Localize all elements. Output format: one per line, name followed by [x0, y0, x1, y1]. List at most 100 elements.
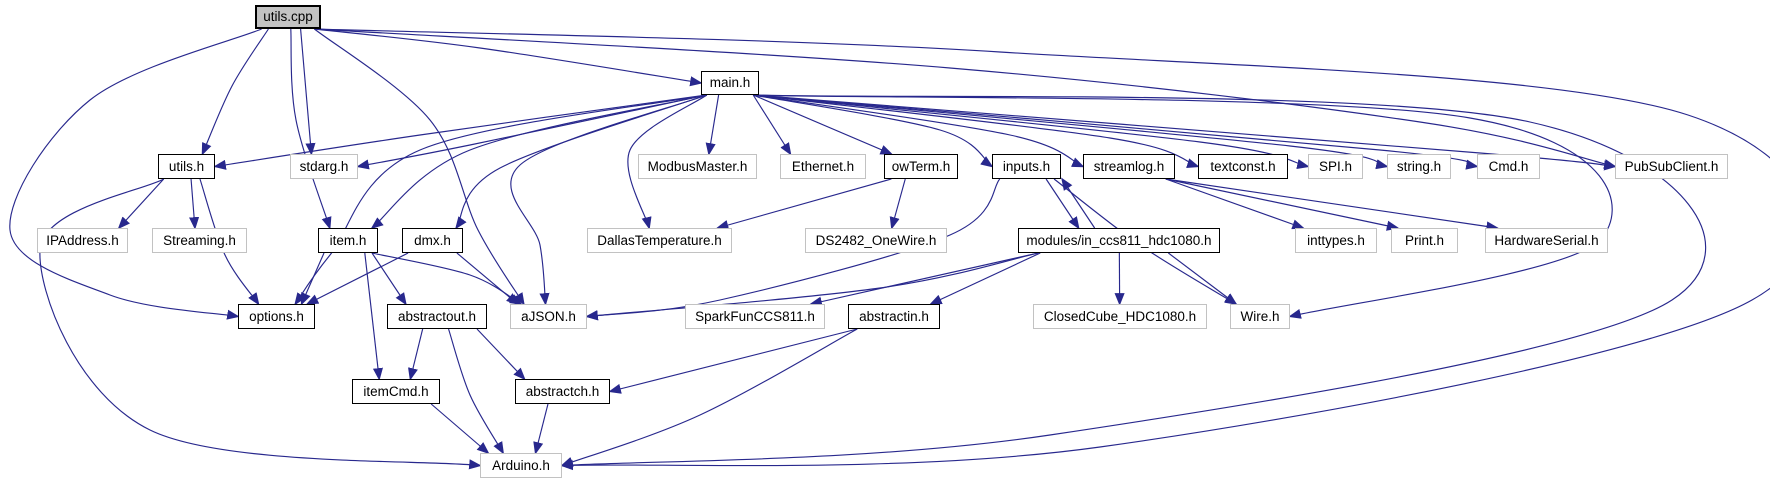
node-label: inputs.h	[1002, 158, 1051, 174]
node-IPAddress-h[interactable]: IPAddress.h	[37, 228, 128, 253]
node-label: abstractout.h	[397, 308, 477, 324]
edge-inputs-h--modules-in-ccs811-hdc1080-h	[1045, 178, 1080, 230]
edge-main-h--options-h	[294, 94, 707, 306]
edge-dmx-h--options-h	[305, 252, 409, 305]
node-Ethernet-h[interactable]: Ethernet.h	[780, 154, 866, 179]
node-PubSubClient-h[interactable]: PubSubClient.h	[1615, 154, 1728, 179]
edge-main-h--aJSON-h	[510, 94, 708, 306]
edge-main-h--ModbusMaster-h	[705, 94, 720, 156]
edge-utils-h--Arduino-h	[39, 178, 482, 470]
node-HardwareSerial-h[interactable]: HardwareSerial.h	[1485, 228, 1608, 253]
node-label: string.h	[1396, 158, 1442, 174]
node-label: SparkFunCCS811.h	[695, 308, 815, 324]
node-streamlog-h[interactable]: streamlog.h	[1083, 154, 1175, 179]
edge-modules-in-ccs811-hdc1080-h--aJSON-h	[585, 252, 1039, 321]
node-DS2482-OneWire-h[interactable]: DS2482_OneWire.h	[805, 228, 947, 253]
node-Print-h[interactable]: Print.h	[1391, 228, 1458, 253]
node-options-h[interactable]: options.h	[238, 304, 315, 329]
node-ModbusMaster-h[interactable]: ModbusMaster.h	[638, 154, 757, 179]
edge-modules-in-ccs811-hdc1080-h--abstractin-h	[929, 252, 1041, 305]
edge-itemCmd-h--Arduino-h	[430, 403, 490, 455]
node-label: DS2482_OneWire.h	[815, 232, 937, 248]
edge-item-h--options-h	[300, 252, 325, 306]
node-label: stdarg.h	[299, 158, 349, 174]
node-label: utils.cpp	[263, 9, 313, 25]
node-utils-cpp[interactable]: utils.cpp	[255, 5, 321, 29]
node-inttypes-h[interactable]: inttypes.h	[1295, 228, 1377, 253]
node-string-h[interactable]: string.h	[1387, 154, 1451, 179]
node-abstractin-h[interactable]: abstractin.h	[848, 304, 940, 329]
node-abstractout-h[interactable]: abstractout.h	[387, 304, 487, 329]
edge-main-h--Cmd-h	[753, 94, 1479, 170]
edge-main-h--DallasTemperature-h	[627, 94, 708, 230]
edge-utils-cpp--main-h	[314, 28, 703, 87]
node-item-h[interactable]: item.h	[318, 228, 378, 253]
node-label: DallasTemperature.h	[597, 232, 722, 248]
node-Cmd-h[interactable]: Cmd.h	[1477, 154, 1540, 179]
edge-utils-cpp--Arduino-h	[314, 28, 1770, 471]
node-label: main.h	[709, 75, 751, 91]
node-Wire-h[interactable]: Wire.h	[1230, 304, 1290, 329]
edge-abstractin-h--Arduino-h	[560, 328, 858, 467]
node-label: IPAddress.h	[46, 232, 119, 248]
node-itemCmd-h[interactable]: itemCmd.h	[352, 379, 440, 404]
node-label: ClosedCube_HDC1080.h	[1043, 308, 1197, 324]
node-inputs-h[interactable]: inputs.h	[992, 154, 1061, 179]
node-Streaming-h[interactable]: Streaming.h	[152, 228, 247, 253]
edge-modules-in-ccs811-hdc1080-h--Wire-h	[1168, 252, 1238, 306]
node-utils-h[interactable]: utils.h	[158, 154, 215, 179]
edge-main-h--inputs-h	[753, 94, 994, 168]
node-Arduino-h[interactable]: Arduino.h	[480, 453, 562, 478]
node-label: Arduino.h	[492, 457, 550, 473]
edge-modules-in-ccs811-hdc1080-h--inputs-h	[1061, 177, 1096, 229]
node-stdarg-h[interactable]: stdarg.h	[290, 154, 358, 179]
edge-main-h--string-h	[753, 94, 1389, 170]
node-abstractch-h[interactable]: abstractch.h	[515, 379, 610, 404]
node-SparkFunCCS811-h[interactable]: SparkFunCCS811.h	[685, 304, 825, 329]
edge-utils-cpp--stdarg-h	[300, 28, 316, 156]
node-label: PubSubClient.h	[1624, 158, 1719, 174]
edge-modules-in-ccs811-hdc1080-h--SparkFunCCS811-h	[809, 252, 1039, 307]
node-modules-in-ccs811-hdc1080-h[interactable]: modules/in_ccs811_hdc1080.h	[1018, 228, 1220, 253]
node-owTerm-h[interactable]: owTerm.h	[884, 154, 958, 179]
edge-utils-h--IPAddress-h	[117, 178, 165, 230]
edge-streamlog-h--Print-h	[1165, 178, 1400, 231]
node-label: dmx.h	[414, 232, 451, 248]
edge-utils-cpp--PubSubClient-h	[314, 28, 1617, 170]
edge-main-h--streamlog-h	[753, 94, 1085, 168]
node-label: Wire.h	[1240, 308, 1280, 324]
node-label: owTerm.h	[891, 158, 951, 174]
edge-abstractout-h--itemCmd-h	[408, 328, 424, 381]
node-label: utils.h	[168, 158, 205, 174]
node-label: itemCmd.h	[363, 383, 429, 399]
node-aJSON-h[interactable]: aJSON.h	[510, 304, 587, 329]
edge-main-h--textconst-h	[753, 94, 1200, 168]
edge-item-h--aJSON-h	[371, 252, 523, 305]
edge-utils-cpp--item-h	[290, 28, 332, 230]
node-label: Streaming.h	[163, 232, 236, 248]
node-textconst-h[interactable]: textconst.h	[1198, 154, 1288, 179]
edge-abstractin-h--abstractch-h	[608, 328, 858, 394]
node-label: abstractin.h	[859, 308, 929, 324]
node-ClosedCube-HDC1080-h[interactable]: ClosedCube_HDC1080.h	[1033, 304, 1207, 329]
node-main-h[interactable]: main.h	[701, 71, 759, 95]
edge-main-h--item-h	[370, 94, 707, 230]
node-label: Cmd.h	[1488, 158, 1529, 174]
edge-abstractout-h--abstractch-h	[476, 328, 526, 381]
edge-utils-cpp--options-h	[9, 28, 262, 320]
node-DallasTemperature-h[interactable]: DallasTemperature.h	[587, 228, 732, 253]
edge-utils-h--options-h	[199, 178, 260, 306]
edge-dmx-h--aJSON-h	[456, 252, 520, 306]
node-label: streamlog.h	[1093, 158, 1165, 174]
node-dmx-h[interactable]: dmx.h	[402, 228, 463, 253]
edge-main-h--PubSubClient-h	[753, 94, 1617, 171]
node-label: textconst.h	[1210, 158, 1276, 174]
node-label: Print.h	[1404, 232, 1445, 248]
edge-owTerm-h--DallasTemperature-h	[715, 178, 892, 230]
edge-main-h--utils-h	[213, 94, 707, 170]
node-SPI-h[interactable]: SPI.h	[1308, 154, 1363, 179]
edge-utils-h--Streaming-h	[189, 178, 200, 230]
node-label: inttypes.h	[1307, 232, 1365, 248]
node-label: item.h	[329, 232, 367, 248]
